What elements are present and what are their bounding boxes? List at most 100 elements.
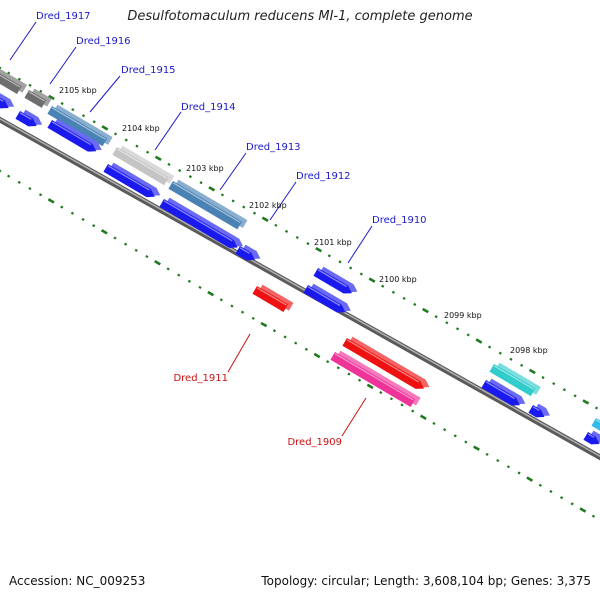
scale-dot-lower	[124, 242, 128, 246]
scale-dot-lower	[47, 198, 55, 204]
gene-label-dred-1909: Dred_1909	[287, 437, 342, 448]
genome-stats-label: Topology: circular; Length: 3,608,104 bp…	[261, 574, 591, 588]
scale-dot-upper	[528, 368, 536, 375]
leader-line	[89, 75, 121, 113]
scale-dot-upper	[231, 199, 235, 203]
scale-dot-upper	[368, 277, 376, 283]
scale-label: 2103 kbp	[186, 164, 224, 173]
leader-line	[269, 181, 297, 221]
scale-dot-lower	[294, 341, 298, 345]
gene-dred-1909-feature	[330, 350, 421, 407]
scale-dot-upper	[48, 94, 55, 101]
label-leaders	[9, 21, 373, 437]
scale-label: 2101 kbp	[314, 238, 352, 247]
scale-dot-upper	[391, 290, 396, 294]
gene-label-dred-1912: Dred_1912	[296, 171, 351, 182]
scale-dot-upper	[455, 327, 460, 331]
scale-dot-upper	[520, 363, 524, 367]
scale-dot-upper	[220, 193, 225, 197]
scale-dot-upper	[413, 302, 417, 307]
scale-dot-lower	[389, 397, 394, 401]
scale-dot-upper	[445, 321, 449, 325]
scale-dot-lower	[92, 224, 96, 228]
scale-dot-lower	[70, 211, 75, 215]
scale-dot-lower	[134, 248, 138, 252]
scale-dot-lower	[38, 193, 43, 197]
cds-forward-3	[47, 118, 102, 152]
cds-forward-4	[103, 162, 161, 198]
scale-dot-lower	[304, 347, 308, 351]
scale-dot-lower	[145, 254, 149, 259]
cds-forward-6	[235, 244, 261, 261]
genome-backbone	[0, 116, 600, 461]
scale-dot-upper	[488, 345, 492, 349]
scale-dot-upper	[71, 108, 75, 112]
scale-dot-lower	[579, 507, 587, 513]
scale-dot-lower	[336, 366, 340, 370]
scale-dot-upper	[274, 223, 278, 227]
scale-dot-lower	[506, 465, 510, 469]
gene-label-dred-1915: Dred_1915	[121, 65, 176, 76]
scale-dot-upper	[39, 89, 43, 93]
cds-forward-5	[159, 197, 244, 248]
cds-forward-8	[303, 283, 351, 313]
gene-dred-1913-feature	[168, 179, 248, 230]
gene-label-dred-1913: Dred_1913	[246, 142, 301, 153]
scale-dot-lower	[219, 298, 223, 302]
scale-dot-lower	[464, 440, 468, 444]
leader-line	[347, 225, 373, 264]
scale-dot-upper	[475, 338, 483, 344]
scale-dot-lower	[326, 360, 330, 364]
scale-label: 2100 kbp	[379, 275, 417, 284]
scale-dot-upper	[17, 77, 21, 81]
scale-dot-lower	[283, 335, 287, 339]
scale-dot-lower	[419, 414, 427, 421]
gene-dred-1914-feature	[112, 145, 175, 186]
scale-dot-lower	[357, 378, 362, 382]
scale-dot-lower	[453, 434, 457, 438]
scale-dot-upper	[124, 138, 128, 142]
gene-dred-1910-reverse	[342, 336, 430, 389]
scale-dot-lower	[366, 383, 374, 390]
scale-dot-upper	[101, 125, 109, 131]
scale-dot-lower	[473, 445, 480, 451]
scale-dot-lower	[198, 285, 202, 290]
scale-dot-lower	[443, 428, 447, 432]
scale-dot-lower	[526, 476, 534, 482]
scale-dot-upper	[295, 235, 299, 240]
scale-dot-upper	[498, 351, 502, 355]
gene-label-dred-1910: Dred_1910	[372, 215, 427, 226]
gene-label-dred-1916: Dred_1916	[76, 36, 131, 47]
scale-dot-lower	[60, 205, 64, 209]
leader-line	[49, 46, 77, 85]
scale-dot-upper	[381, 284, 385, 288]
scale-dot-upper	[284, 229, 289, 233]
scale-dot-upper	[466, 333, 470, 337]
scale-dot-lower	[251, 316, 255, 320]
scale-dot-lower	[240, 310, 245, 314]
scale-dot-upper	[434, 315, 438, 319]
gene-label-dred-1911: Dred_1911	[173, 373, 228, 384]
scale-dot-lower	[81, 217, 85, 222]
leader-line	[341, 397, 367, 437]
cds-forward-11	[583, 430, 600, 445]
scale-dot-lower	[28, 186, 32, 191]
scale-dot-upper	[349, 266, 353, 270]
scale-dot-upper	[146, 150, 150, 154]
scale-dot-lower	[517, 471, 521, 475]
scale-label: 2105 kbp	[59, 86, 97, 95]
scale-dot-upper	[573, 394, 577, 398]
scale-dot-upper	[594, 406, 599, 410]
scale-dot-upper	[167, 162, 171, 166]
scale-dot-upper	[0, 66, 2, 70]
scale-dot-upper	[359, 272, 363, 276]
scale-dot-lower	[411, 409, 415, 413]
gene-dred-1916-feature	[24, 88, 52, 108]
cds-forward-2	[15, 109, 43, 127]
scale-dot-lower	[113, 236, 117, 240]
scale-dot-upper	[154, 155, 162, 162]
scale-dot-upper	[135, 144, 139, 148]
leader-line	[227, 333, 251, 373]
scale-dot-lower	[559, 496, 564, 500]
